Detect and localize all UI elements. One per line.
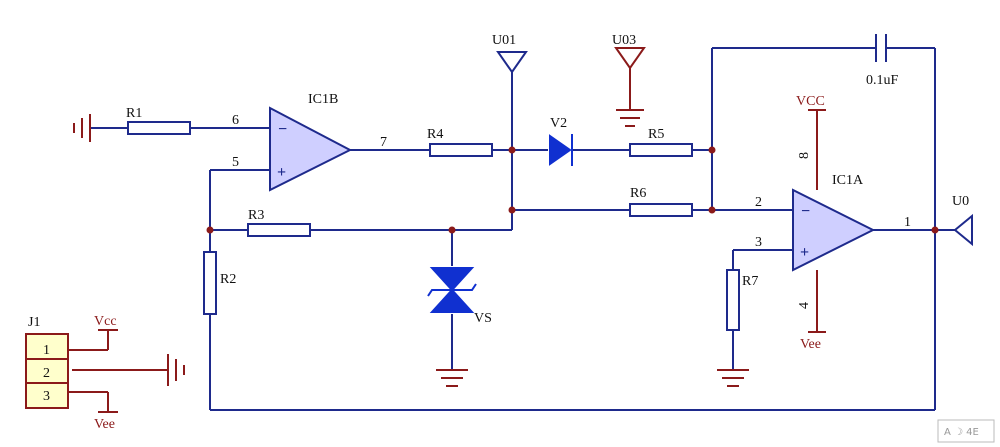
watermark-text: A ☽ 4E — [944, 427, 979, 438]
ic1a-minus-sign: − — [801, 203, 810, 220]
resistor-r4 — [429, 143, 493, 157]
watermark-box — [937, 419, 995, 443]
label-vee-ic: Vee — [800, 337, 821, 352]
label-r5: R5 — [648, 127, 664, 142]
terminal-u01 — [496, 51, 528, 74]
label-r3: R3 — [248, 208, 264, 223]
resistor-r7 — [726, 269, 740, 331]
label-u03: U03 — [612, 33, 636, 48]
label-capacitor: 0.1uF — [866, 73, 899, 88]
connector-pin-2: 2 — [43, 366, 50, 381]
pin-number: 5 — [232, 155, 239, 170]
terminal-u0 — [953, 213, 973, 247]
label-vcc-j1: Vcc — [94, 314, 117, 329]
pin-number: 1 — [904, 215, 911, 230]
pin-number: 8 — [797, 152, 812, 159]
resistor-r5 — [629, 143, 693, 157]
label-r6: R6 — [630, 186, 646, 201]
label-r7: R7 — [742, 274, 758, 289]
opamp-ic1b — [269, 106, 353, 192]
label-ic1a: IC1A — [832, 173, 864, 188]
label-ic1b: IC1B — [308, 92, 338, 107]
ic1b-minus-sign: − — [278, 121, 287, 138]
supply-leads — [629, 68, 826, 333]
ground-symbol-u03 — [616, 109, 644, 127]
pin-number: 3 — [755, 235, 762, 250]
ground-symbol-vs — [436, 369, 468, 387]
label-r4: R4 — [427, 127, 443, 142]
ic1a-plus-sign: + — [800, 244, 809, 261]
label-vs: VS — [474, 311, 492, 326]
terminal-u03 — [614, 47, 646, 70]
pin-number: 4 — [797, 302, 812, 309]
resistor-r1 — [127, 121, 191, 135]
junction-dots — [206, 146, 939, 234]
diode-v2 — [549, 134, 573, 166]
label-vcc-ic: VCC — [796, 94, 825, 109]
ground-symbol-left — [73, 114, 91, 142]
connector-j1 — [25, 329, 118, 413]
resistor-r2 — [203, 251, 217, 315]
label-r2: R2 — [220, 272, 236, 287]
opamp-ic1a — [792, 188, 876, 272]
zener-vs — [427, 267, 477, 313]
resistor-r3 — [247, 223, 311, 237]
connector-pin-3: 3 — [43, 389, 50, 404]
label-u0: U0 — [952, 194, 969, 209]
ground-symbol-r7 — [717, 369, 749, 387]
pin-number: 6 — [232, 113, 239, 128]
label-j1: J1 — [28, 315, 40, 330]
capacitor-c1 — [875, 34, 887, 62]
ic1b-plus-sign: + — [277, 164, 286, 181]
resistor-r6 — [629, 203, 693, 217]
pin-number: 2 — [755, 195, 762, 210]
wires — [90, 47, 955, 411]
label-v2: V2 — [550, 116, 567, 131]
connector-pin-1: 1 — [43, 343, 50, 358]
label-u01: U01 — [492, 33, 516, 48]
ground-symbol-j1 — [72, 354, 185, 386]
label-r1: R1 — [126, 106, 142, 121]
pin-number: 7 — [380, 135, 387, 150]
label-vee-j1: Vee — [94, 417, 115, 432]
